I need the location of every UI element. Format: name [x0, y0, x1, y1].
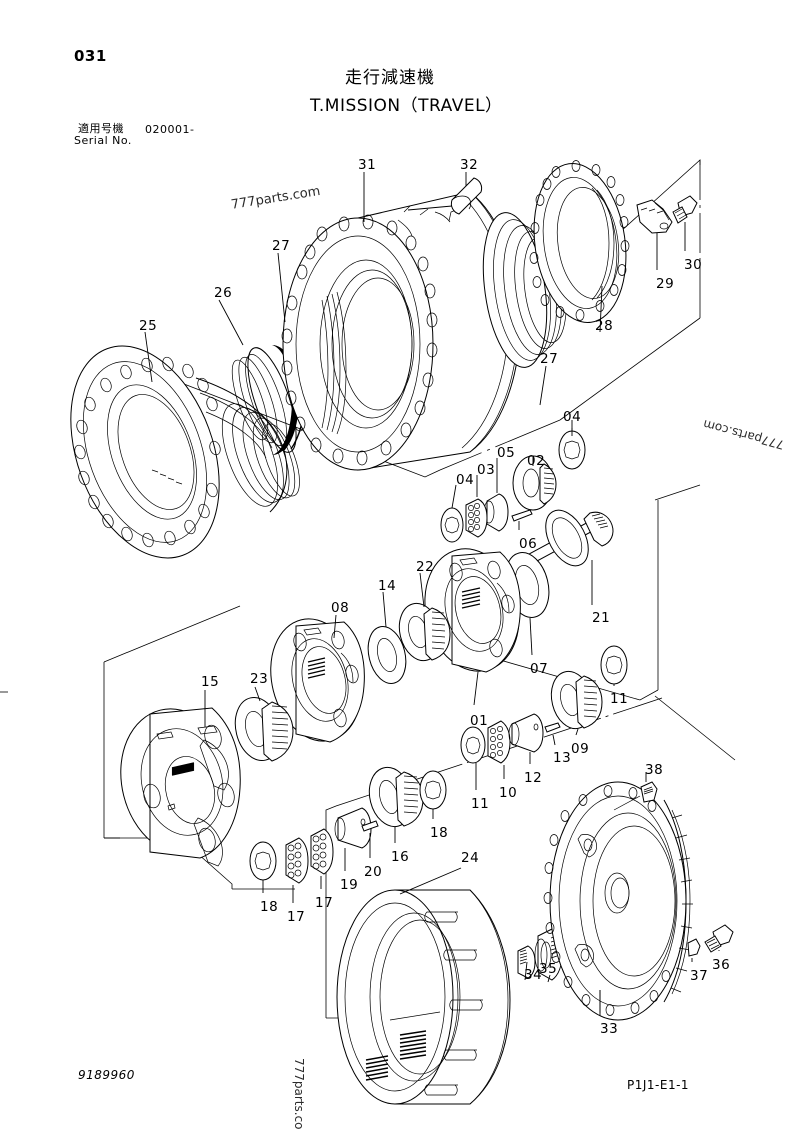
part-09-planet-gear	[550, 670, 603, 736]
part-08-planet-carrier-lower	[270, 614, 365, 743]
callout-18b: 18	[430, 825, 449, 841]
part-11b-retainer-washer	[600, 645, 628, 686]
serial-label-japanese: 適用号機	[78, 122, 124, 135]
part-10-needle-bearing	[487, 720, 511, 779]
callout-17a: 17	[287, 909, 306, 925]
callout-28: 28	[595, 318, 614, 334]
part-16-planet-gear	[368, 766, 424, 843]
callout-09: 09	[571, 741, 590, 757]
callout-34: 34	[524, 967, 543, 983]
callout-12: 12	[524, 770, 543, 786]
callout-16: 16	[391, 849, 410, 865]
part-17b-ball-bearing	[310, 828, 334, 889]
callout-05: 05	[497, 445, 516, 461]
callout-29: 29	[656, 276, 675, 292]
part-17a-ball-bearing	[285, 837, 309, 903]
part-06-roll-pin	[511, 509, 533, 530]
part-24-ring-gear-drum	[336, 867, 511, 1105]
callout-27a: 27	[272, 238, 291, 254]
part-02-sun-gear	[512, 455, 557, 511]
part-32-dowel-pin	[403, 177, 483, 215]
part-18b-retainer-washer	[419, 770, 447, 819]
part-11a-retainer-washer	[460, 726, 486, 790]
callout-04b: 04	[563, 409, 582, 425]
document-number: 9189960	[78, 1068, 135, 1082]
callout-31: 31	[358, 157, 377, 173]
callout-07: 07	[530, 661, 549, 677]
callout-19: 19	[340, 877, 359, 893]
callout-33: 33	[600, 1021, 619, 1037]
callout-35: 35	[539, 961, 558, 977]
part-38-plug	[613, 772, 658, 811]
part-28-seal-flange	[529, 160, 630, 323]
callout-06: 06	[519, 536, 538, 552]
callout-32: 32	[460, 157, 479, 173]
callout-10: 10	[499, 785, 518, 801]
part-33-end-cover	[543, 781, 693, 1021]
part-31-main-housing	[281, 191, 521, 471]
callout-27b: 27	[540, 351, 559, 367]
part-15-carrier-assembly	[104, 690, 241, 867]
callout-25: 25	[139, 318, 158, 334]
callout-02: 02	[527, 453, 546, 469]
part-36-hex-bolt	[704, 924, 734, 953]
callout-leader-lines	[144, 172, 603, 436]
callout-36: 36	[712, 957, 731, 973]
part-34-seal	[517, 945, 536, 981]
part-13-roll-pin	[544, 722, 561, 746]
callout-17b: 17	[315, 895, 334, 911]
serial-number-value: 020001-	[145, 123, 195, 136]
part-22-planet-gear-upper	[398, 572, 451, 662]
part-05-spacer-bushing	[483, 458, 509, 532]
callout-21: 21	[592, 610, 611, 626]
callout-15: 15	[201, 674, 220, 690]
callout-26: 26	[214, 285, 233, 301]
part-12-planet-pin	[508, 713, 544, 764]
serial-label-english: Serial No.	[74, 134, 132, 147]
callout-08: 08	[331, 600, 350, 616]
callout-13: 13	[553, 750, 572, 766]
callout-03: 03	[477, 462, 496, 478]
part-19-planet-pin	[334, 807, 372, 871]
callout-22: 22	[416, 559, 435, 575]
callout-20: 20	[364, 864, 383, 880]
part-18a-retainer-washer	[249, 841, 277, 893]
callout-14: 14	[378, 578, 397, 594]
part-25-hub-flange	[70, 345, 300, 559]
part-14-thrust-washer	[367, 591, 407, 684]
callout-37: 37	[690, 968, 709, 984]
part-30-hex-bolt	[672, 195, 698, 251]
callout-11a: 11	[471, 796, 490, 812]
part-29-clamp-bracket	[636, 199, 673, 270]
page-number: 031	[74, 47, 107, 65]
callout-30: 30	[684, 257, 703, 273]
part-20-roll-pin	[361, 820, 379, 858]
part-23-sun-gear	[234, 686, 294, 762]
callout-38: 38	[645, 762, 664, 778]
page-title-japanese: 走行減速機	[345, 68, 435, 88]
part-03-needle-bearing	[465, 475, 488, 538]
part-04b-retainer-washer-top	[558, 420, 586, 470]
callout-11b: 11	[610, 691, 629, 707]
page-title-english: T.MISSION（TRAVEL）	[310, 96, 503, 116]
callout-04a: 04	[456, 472, 475, 488]
callout-18a: 18	[260, 899, 279, 915]
part-37-washer	[687, 938, 701, 962]
part-04a-retainer-washer	[440, 484, 464, 543]
callout-23: 23	[250, 671, 269, 687]
callout-24: 24	[461, 850, 480, 866]
part-reference-number: P1J1-E1-1	[627, 1078, 690, 1092]
callout-01: 01	[470, 713, 489, 729]
